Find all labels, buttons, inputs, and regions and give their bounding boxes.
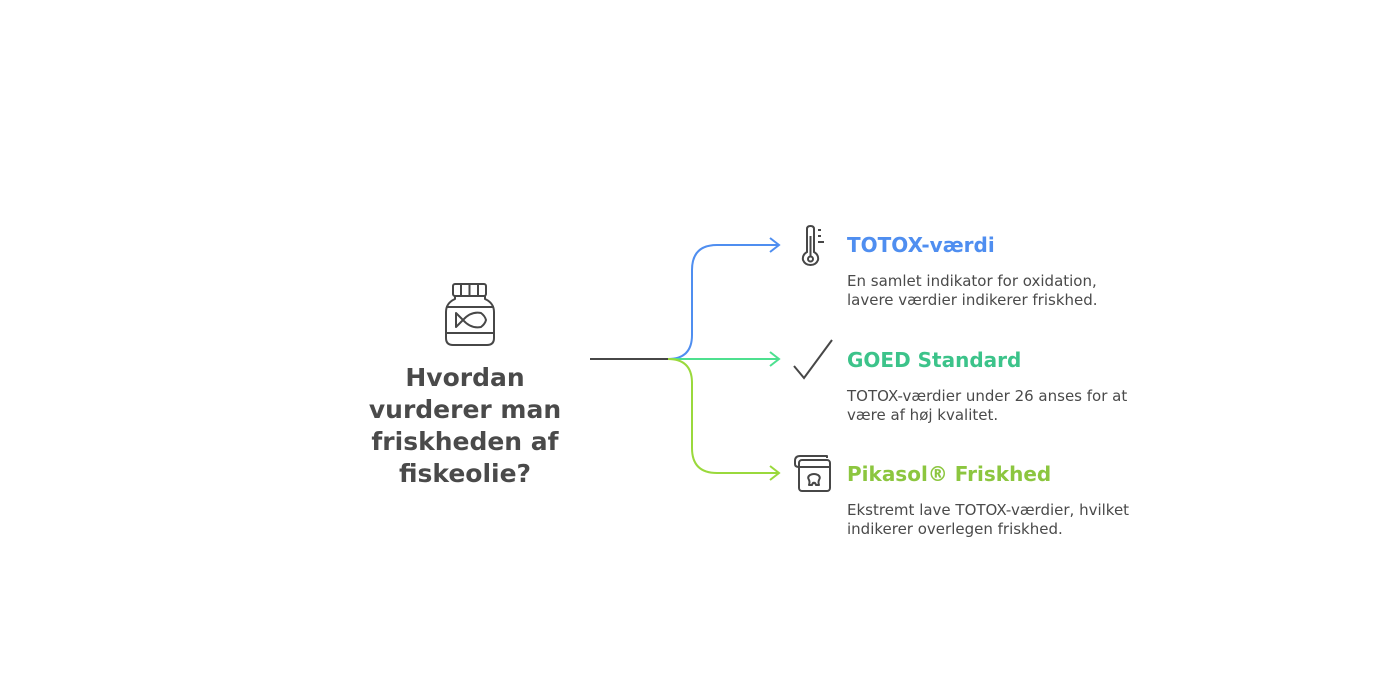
branch-title-goed: GOED Standard (847, 348, 1022, 372)
branch-title-pikasol: Pikasol® Friskhed (847, 462, 1052, 486)
branch-desc-totox: En samlet indikator for oxidation, laver… (847, 272, 1098, 309)
question-title: Hvordan vurderer man friskheden af fiske… (368, 363, 562, 488)
fish-oil-jar-icon (445, 283, 495, 346)
arrowhead-goed (769, 351, 781, 367)
thermometer-icon (801, 224, 824, 266)
arrowhead-pikasol (769, 465, 781, 481)
checkmark-icon (793, 339, 833, 380)
container-icon (794, 455, 831, 492)
branch-desc-goed: TOTOX-værdier under 26 anses for at være… (847, 387, 1128, 424)
arrow-to-totox (667, 244, 778, 360)
branch-title-totox: TOTOX-værdi (847, 233, 995, 257)
arrow-to-pikasol (667, 358, 778, 474)
arrowhead-totox (769, 237, 781, 253)
branch-desc-pikasol: Ekstremt lave TOTOX-værdier, hvilket ind… (847, 501, 1130, 538)
